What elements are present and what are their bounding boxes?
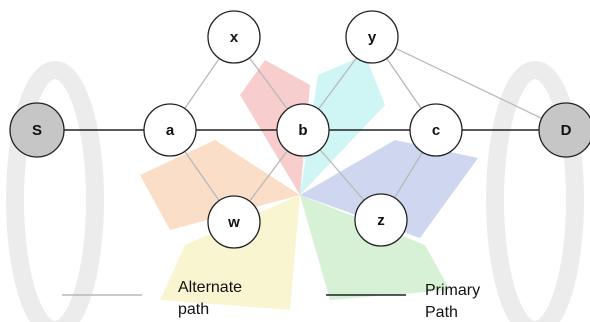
node-S-label: S <box>32 122 42 139</box>
watermark-logo <box>6 55 584 322</box>
watermark-petal-6 <box>140 140 300 230</box>
node-w-circle <box>207 195 261 249</box>
node-y: y <box>345 10 399 64</box>
node-D-label: D <box>561 122 572 139</box>
node-w: w <box>207 195 261 249</box>
legend: Alternate path Primary Path <box>62 279 480 321</box>
watermark-wreath-right <box>486 61 584 322</box>
node-x-label: x <box>230 29 239 46</box>
node-c: c <box>409 103 463 157</box>
watermark-petal-5 <box>160 195 300 310</box>
node-D-circle <box>538 102 590 158</box>
node-w-label: w <box>227 214 240 231</box>
node-c-circle <box>409 103 463 157</box>
node-D: D <box>538 102 590 158</box>
node-S-circle <box>9 102 65 158</box>
node-c-label: c <box>432 122 440 139</box>
node-a-circle <box>143 103 197 157</box>
node-z-label: z <box>377 212 385 229</box>
node-y-label: y <box>368 29 377 46</box>
node-z: z <box>354 193 408 247</box>
node-x-circle <box>207 10 261 64</box>
legend-alternate-label-line1: Alternate <box>178 279 242 296</box>
node-b-label: b <box>298 122 307 139</box>
watermark-wreath-left <box>6 61 104 322</box>
edge-y-D-alternate <box>371 36 567 131</box>
node-a-label: a <box>166 122 175 139</box>
node-b: b <box>276 103 330 157</box>
node-S: S <box>9 102 65 158</box>
node-y-circle <box>345 10 399 64</box>
watermark-petal-1 <box>240 60 310 195</box>
legend-primary-label-line2: Path <box>425 304 458 321</box>
node-x: x <box>207 10 261 64</box>
watermark-petal-4 <box>300 195 450 300</box>
node-z-circle <box>354 193 408 247</box>
legend-alternate-label-line2: path <box>178 301 209 318</box>
node-a: a <box>143 103 197 157</box>
legend-primary-label-line1: Primary <box>425 282 480 299</box>
watermark-petal-3 <box>300 140 478 238</box>
watermark-petal-2 <box>300 55 385 195</box>
node-b-circle <box>276 103 330 157</box>
